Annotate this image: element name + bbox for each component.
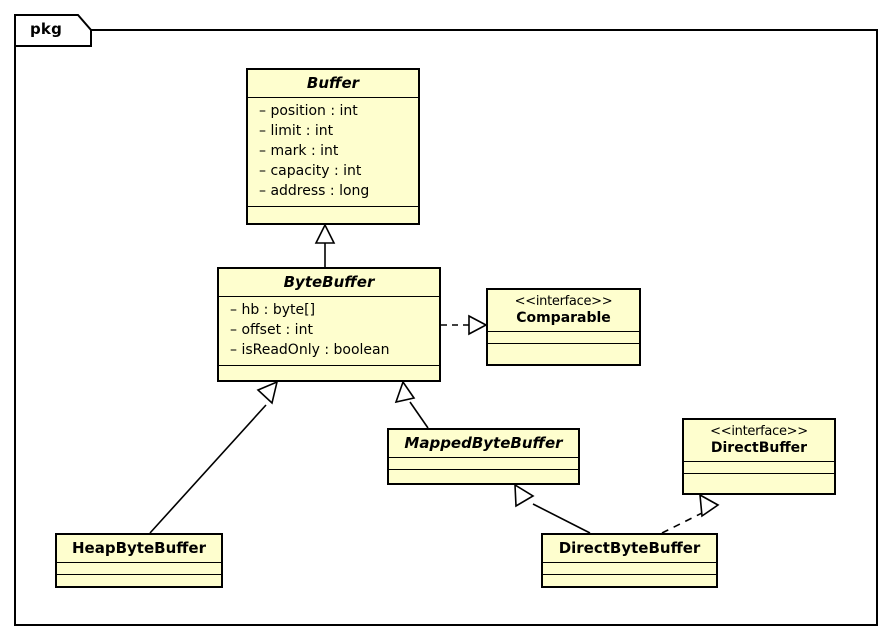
class-separator (488, 343, 639, 345)
class-box-buffer[interactable]: Buffer – position : int – limit : int – … (246, 68, 420, 225)
package-tab-shape (14, 14, 92, 47)
interface-name-comparable: Comparable (516, 309, 611, 326)
class-separator (684, 473, 834, 475)
attribute-row: – position : int (259, 103, 358, 120)
class-methods-directbytebuffer (543, 575, 716, 586)
package-frame (14, 29, 878, 626)
class-separator (219, 364, 439, 366)
class-title-heapbytebuffer: HeapByteBuffer (72, 539, 206, 557)
class-box-bytebuffer[interactable]: ByteBuffer – hb : byte[] – offset : int … (217, 267, 441, 382)
stereotype-label-interface: <<interface>> (710, 424, 808, 439)
class-attributes-comparable (488, 332, 639, 343)
class-attributes-buffer: – position : int – limit : int – mark : … (248, 98, 418, 205)
class-title-bytebuffer: ByteBuffer (283, 273, 375, 291)
attribute-row: – mark : int (259, 143, 339, 159)
attribute-row: – offset : int (230, 322, 313, 339)
package-tab: pkg (14, 14, 92, 47)
class-title-directbytebuffer: DirectByteBuffer (558, 539, 701, 557)
class-separator (219, 296, 439, 298)
attribute-row: – limit : int (259, 123, 334, 140)
class-box-mappedbytebuffer[interactable]: MappedByteBuffer (387, 428, 580, 485)
class-separator (389, 469, 578, 471)
class-title-mappedbytebuffer: MappedByteBuffer (404, 434, 563, 452)
class-methods-bytebuffer (219, 366, 439, 380)
class-separator (684, 461, 834, 463)
class-separator (389, 457, 578, 459)
class-attributes-mappedbytebuffer (389, 458, 578, 469)
class-box-comparable[interactable]: <<interface>> Comparable (486, 288, 641, 366)
attribute-row: – hb : byte[] (230, 302, 316, 319)
class-attributes-directbuffer (684, 462, 834, 473)
class-attributes-heapbytebuffer (57, 563, 221, 574)
class-separator (248, 97, 418, 99)
class-separator (57, 562, 221, 564)
attribute-row: – capacity : int (259, 162, 362, 179)
class-box-directbuffer[interactable]: <<interface>> DirectBuffer (682, 418, 836, 495)
class-separator (248, 205, 418, 207)
class-title-comparable: <<interface>> Comparable (488, 290, 639, 331)
stereotype-label-interface: <<interface>> (514, 294, 613, 309)
attribute-row: – isReadOnly : boolean (230, 342, 390, 358)
attribute-row: – address : long (259, 182, 370, 199)
class-separator (543, 574, 716, 576)
class-title-directbuffer: <<interface>> DirectBuffer (684, 420, 834, 461)
interface-name-directbuffer: DirectBuffer (710, 439, 808, 456)
class-separator (543, 562, 716, 564)
package-label: pkg (30, 20, 63, 38)
class-attributes-directbytebuffer (543, 563, 716, 574)
class-methods-directbuffer (684, 474, 834, 493)
class-methods-mappedbytebuffer (389, 470, 578, 483)
class-methods-buffer (248, 207, 418, 223)
class-box-directbytebuffer[interactable]: DirectByteBuffer (541, 533, 718, 588)
class-attributes-bytebuffer: – hb : byte[] – offset : int – isReadOnl… (219, 297, 439, 365)
class-separator (488, 331, 639, 333)
class-separator (57, 574, 221, 576)
class-title-buffer: Buffer (306, 74, 360, 92)
class-methods-comparable (488, 344, 639, 364)
class-methods-heapbytebuffer (57, 575, 221, 586)
class-box-heapbytebuffer[interactable]: HeapByteBuffer (55, 533, 223, 588)
